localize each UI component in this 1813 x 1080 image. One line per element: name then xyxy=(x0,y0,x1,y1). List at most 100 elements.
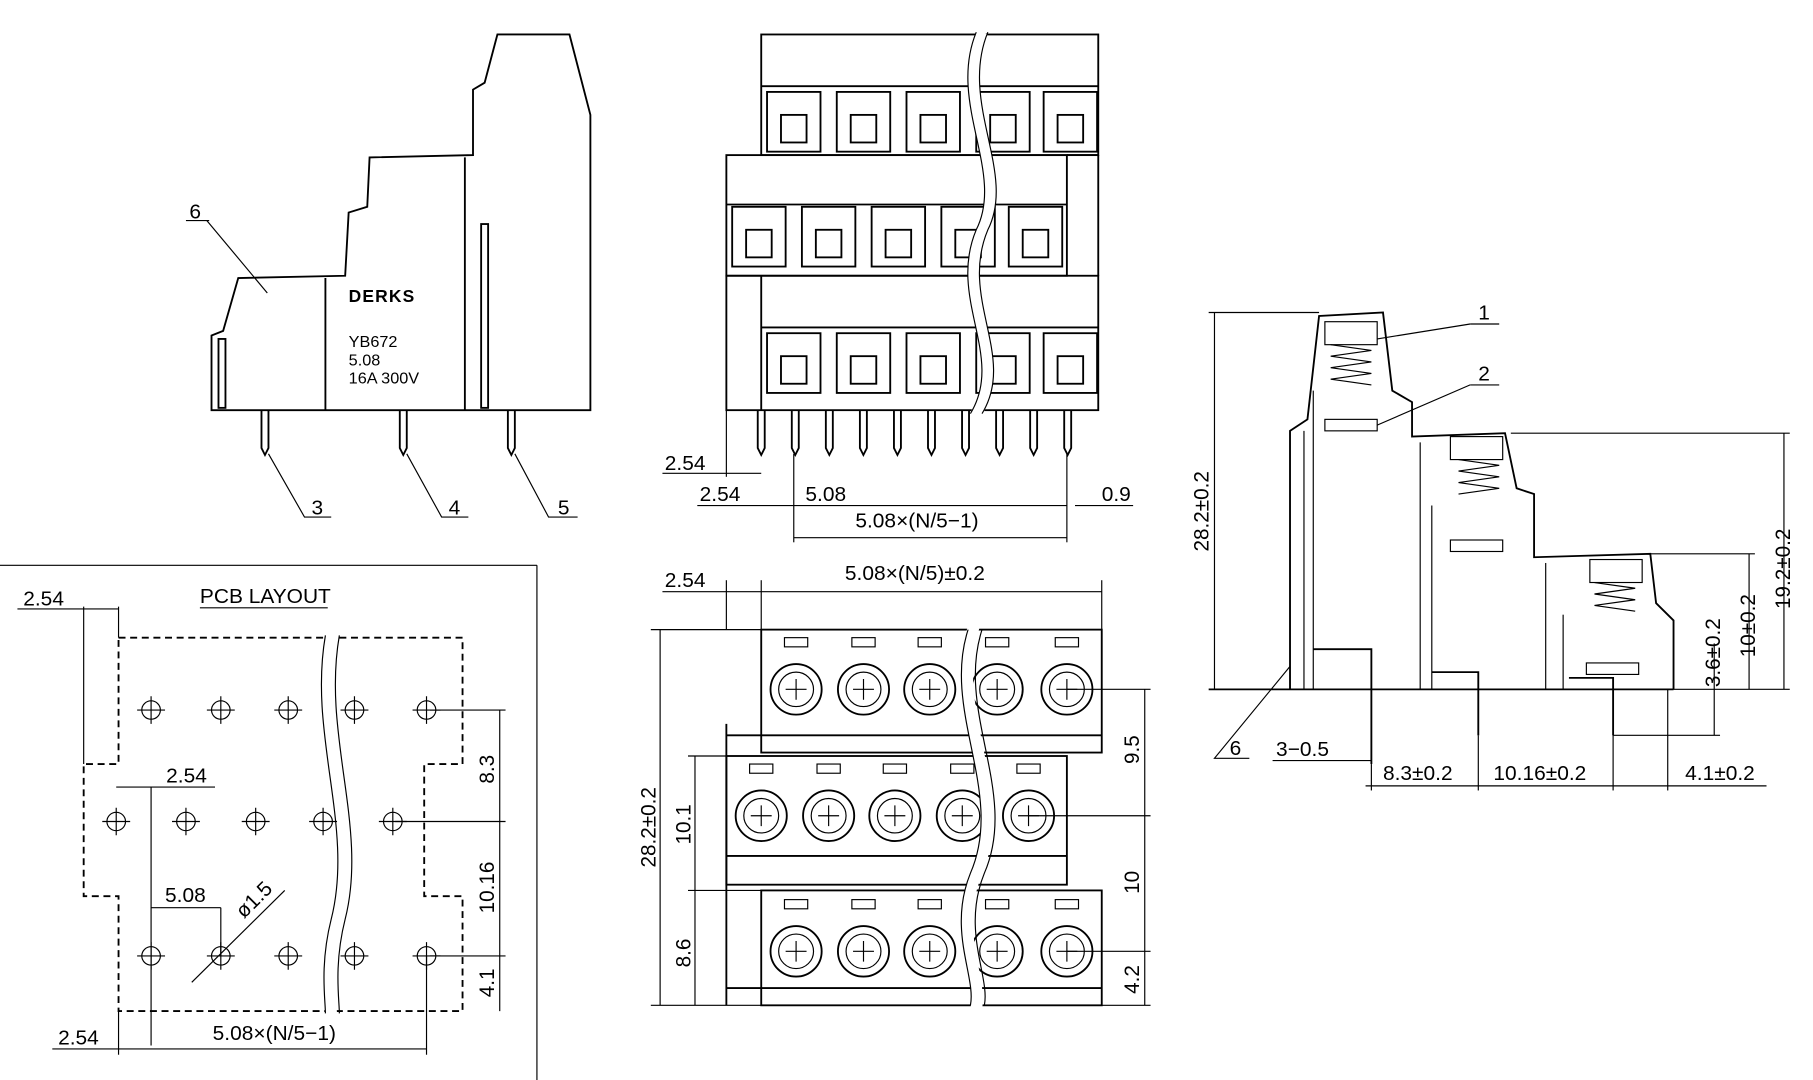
side-view: 6 DERKS YB672 5.08 16A 300V 3 4 5 xyxy=(185,33,592,520)
hole-centerline xyxy=(340,942,369,970)
wire-entry-hole xyxy=(884,228,913,259)
pin xyxy=(893,410,902,458)
pin xyxy=(927,410,936,458)
screw-ring xyxy=(911,933,948,970)
pin xyxy=(506,410,516,458)
dim-2-54-b: 2.54 xyxy=(700,483,741,506)
part-label-3: 3 xyxy=(311,497,323,520)
dim-span: 5.08×(N/5−1) xyxy=(855,509,978,532)
pin xyxy=(398,410,408,458)
wire-entry-hole xyxy=(849,355,878,385)
screw-cross xyxy=(951,805,973,827)
pin xyxy=(995,410,1005,458)
dim-0-9: 0.9 xyxy=(1102,483,1131,506)
hole-centerline xyxy=(137,696,166,724)
screw-head xyxy=(769,663,823,716)
dim-3-6: 3.6±0.2 xyxy=(1702,618,1725,687)
hole-centerline xyxy=(172,807,200,836)
wire-entry xyxy=(975,332,1031,394)
release-slot xyxy=(984,637,1010,648)
wire-entry xyxy=(905,332,961,394)
release-slot xyxy=(783,637,809,648)
pitch-text: 5.08 xyxy=(349,351,381,369)
model-text: YB672 xyxy=(349,333,398,351)
release-slot xyxy=(882,763,908,774)
pin xyxy=(1063,410,1073,458)
wire-entry-hole xyxy=(919,355,947,385)
release-slot xyxy=(984,899,1010,910)
dim-2-54-bottom: 2.54 xyxy=(58,1026,99,1049)
part-label-5: 5 xyxy=(558,497,570,520)
wire-entry xyxy=(731,205,787,268)
release-slot xyxy=(917,637,942,648)
wire-entry-hole xyxy=(780,113,808,144)
dim-9-5: 9.5 xyxy=(1121,735,1144,764)
release-slot xyxy=(1054,637,1080,648)
screw-cross xyxy=(853,940,874,962)
dim-4-1: 4.1 xyxy=(476,969,499,998)
screw-head xyxy=(769,925,823,978)
rating-text: 16A 300V xyxy=(349,370,420,388)
wire-entry xyxy=(1042,332,1099,394)
screw-ring xyxy=(911,671,948,708)
dim-hole-diameter: ø1.5 xyxy=(231,877,277,922)
part-label-2: 2 xyxy=(1478,362,1490,385)
dim-8-6: 8.6 xyxy=(672,939,695,968)
top-view: 2.54 5.08×(N/5)±0.2 28.2±0.2 10.1 8.6 9.… xyxy=(637,562,1151,1010)
part-label-6: 6 xyxy=(189,200,201,223)
dim-10-1: 10.1 xyxy=(672,804,695,844)
screw-ring xyxy=(979,671,1016,708)
side-outline xyxy=(210,33,592,412)
wire-entry-hole xyxy=(849,113,878,144)
screw-cross xyxy=(919,679,941,700)
hole-centerline xyxy=(102,807,131,836)
wire-entry xyxy=(835,90,892,153)
release-slot xyxy=(917,899,942,910)
hole-centerline xyxy=(206,696,235,724)
screw-head xyxy=(734,789,788,842)
screw-cross xyxy=(986,679,1008,700)
screw-head xyxy=(837,925,890,978)
wire-entry-hole xyxy=(745,228,773,259)
screw-ring xyxy=(979,933,1016,970)
wire-entry xyxy=(766,332,822,394)
dim-height: 28.2±0.2 xyxy=(1191,471,1214,551)
pin xyxy=(824,410,834,458)
screw-ring xyxy=(845,671,882,708)
wire-entry-hole xyxy=(814,228,843,259)
screw-cross xyxy=(785,940,807,962)
pcb-layout-title: PCB LAYOUT xyxy=(200,585,331,608)
wire-entry xyxy=(800,205,857,268)
dim-8-3: 8.3±0.2 xyxy=(1383,762,1453,785)
screw-ring xyxy=(944,797,981,834)
dim-2-54-top: 2.54 xyxy=(23,588,64,611)
hole-centerline xyxy=(274,696,303,724)
screw-ring xyxy=(743,797,780,834)
release-slot xyxy=(1016,763,1041,774)
screw-cross xyxy=(919,940,941,962)
part-label-1: 1 xyxy=(1478,302,1490,325)
pin xyxy=(961,410,970,458)
dim-10-16: 10.16 xyxy=(476,862,499,914)
dim-10: 10±0.2 xyxy=(1737,594,1760,657)
wire-entry-hole xyxy=(1056,355,1085,385)
wire-entry-hole xyxy=(1056,113,1085,144)
section-view: 1 2 28.2±0.2 19.2±0.2 10±0.2 3.6±0.2 6 3… xyxy=(1191,302,1795,791)
dim-10: 10 xyxy=(1121,871,1144,894)
pin xyxy=(1029,410,1039,458)
dim-19-2: 19.2±0.2 xyxy=(1772,529,1795,609)
wire-entry-hole xyxy=(919,113,947,144)
pin xyxy=(756,410,766,458)
screw-head xyxy=(903,925,957,978)
hole-centerline xyxy=(241,807,270,836)
wire-entry-hole xyxy=(1021,228,1050,259)
screw-cross xyxy=(884,805,906,827)
dim-pin: 3−0.5 xyxy=(1276,738,1329,761)
wire-entry-hole xyxy=(989,113,1017,144)
wire-entry xyxy=(835,332,892,394)
wire-entry-hole xyxy=(780,355,808,385)
screw-ring xyxy=(810,797,847,834)
dim-4-1: 4.1±0.2 xyxy=(1685,762,1755,785)
dim-height: 28.2±0.2 xyxy=(637,787,660,867)
wire-entry xyxy=(1042,90,1099,153)
